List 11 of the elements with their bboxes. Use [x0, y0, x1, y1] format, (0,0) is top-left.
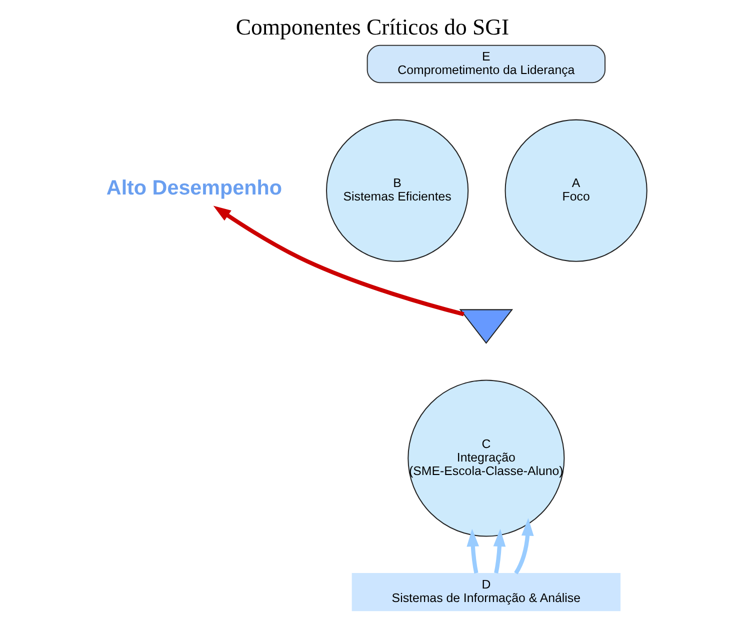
- arrow: [492, 528, 506, 574]
- node-box: D Sistemas de Informação & Análise: [351, 572, 620, 612]
- node-triangle: [458, 309, 513, 344]
- node-box: E Comprometimento da Liderança: [366, 44, 606, 84]
- arrow: [212, 206, 464, 316]
- node-circle: A Foco: [504, 119, 647, 262]
- arrow: [514, 518, 534, 574]
- diagram-title: Componentes Críticos do SGI: [235, 14, 509, 40]
- arrow: [466, 528, 479, 574]
- node-text: Alto Desempenho: [106, 176, 282, 200]
- node-circle: B Sistemas Eficientes: [326, 119, 468, 262]
